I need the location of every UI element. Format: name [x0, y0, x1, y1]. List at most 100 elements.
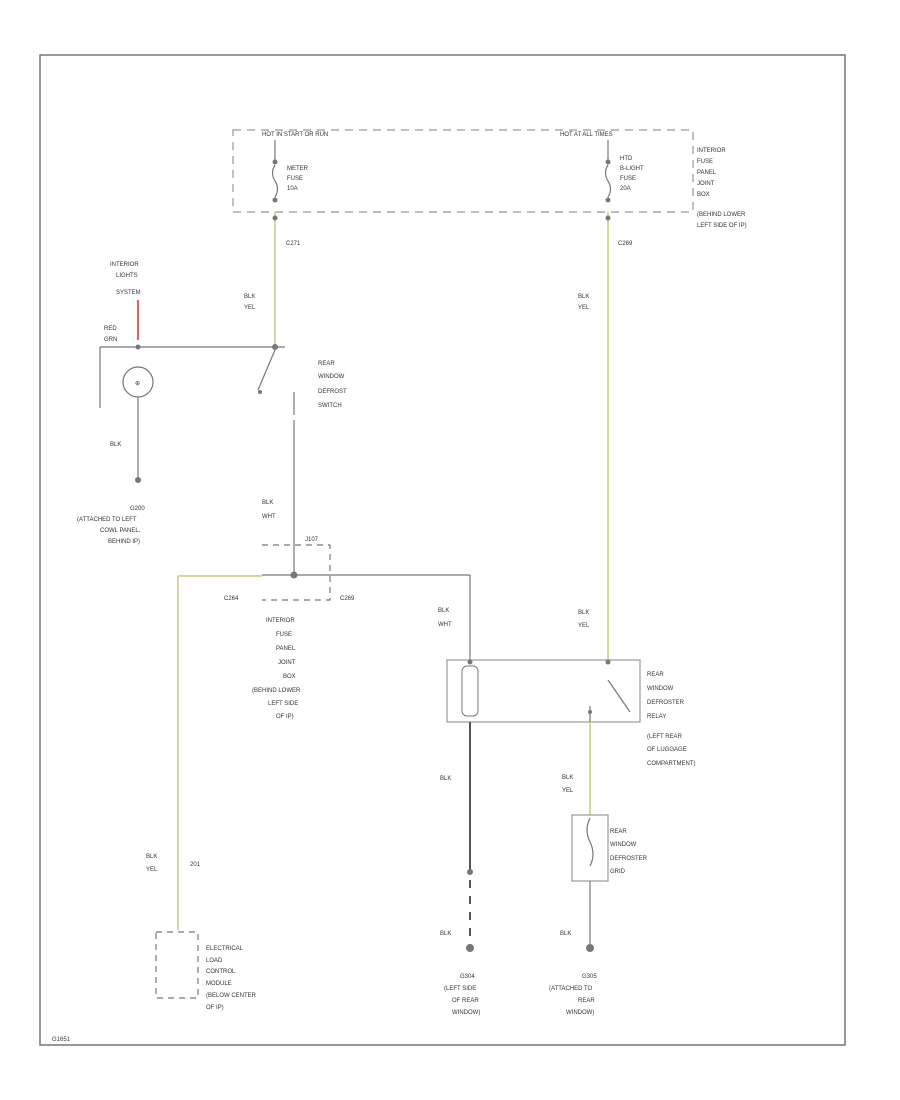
fuse-left-top-node [272, 159, 278, 165]
interior-lights-label-1: INTERIOR [110, 262, 139, 268]
hot-right-label: HOT AT ALL TIMES [560, 132, 613, 138]
mid-panel-label-4: JOINT [278, 660, 296, 666]
fuse-left-label-1: METER [287, 166, 309, 172]
fuse-box-label-4: JOINT [697, 181, 715, 187]
fuse-box-label-3: PANEL [697, 170, 717, 176]
relay-coil [461, 665, 479, 717]
g304-ground-node [466, 944, 474, 952]
defrost-switch-label-1: REAR [318, 361, 335, 367]
wire-label-blk-yel-2a: BLK [578, 294, 589, 300]
elcm-label-2: LOAD [206, 958, 223, 964]
g304-label-2: (LEFT SIDE [444, 986, 476, 992]
fuse-box-label-7: LEFT SIDE OF IP) [697, 223, 747, 229]
wire-label-red-grn-b: GRN [104, 337, 117, 343]
switch-top-node [272, 344, 278, 350]
defrost-switch-label-2: WINDOW [318, 374, 345, 380]
relay-label-3: DEFROSTER [647, 700, 685, 706]
c269-mid-label: C269 [340, 596, 355, 602]
g304-label-3: OF REAR [452, 998, 479, 1004]
fuse-right-top-node [605, 159, 611, 165]
wire-label-blk-wht-2a: BLK [438, 608, 449, 614]
fuse-right-label-2: B-LIGHT [620, 166, 644, 172]
c269-top-node [605, 215, 611, 221]
relay-label-6: OF LUGGAGE [647, 747, 687, 753]
elcm-label-1: ELECTRICAL [206, 946, 244, 952]
c271-label: C271 [286, 241, 301, 247]
elcm-outline [155, 931, 199, 999]
mid-panel-label-8: OF IP) [276, 714, 294, 720]
fuse-box-label-2: FUSE [697, 159, 713, 165]
wire-label-blk-2: BLK [440, 776, 451, 782]
figure-id: G1651 [52, 1037, 71, 1043]
fuse-left-symbol [271, 164, 279, 198]
fuse-left-bottom-node [272, 197, 278, 203]
j107-label: J107 [305, 537, 319, 543]
relay-coil-top-node [467, 659, 473, 665]
interior-lights-label-2: LIGHTS [116, 273, 138, 279]
wire-label-blk-yel-2b: YEL [578, 305, 590, 311]
g304-label-1: G304 [460, 974, 475, 980]
hot-left-label: HOT IN START OR RUN [262, 132, 328, 138]
wire-label-blk-yel-1b: YEL [244, 305, 256, 311]
wire-label-blk-yel-4b: YEL [578, 623, 590, 629]
grid-label-2: WINDOW [610, 842, 637, 848]
mid-panel-label-6: (BEHIND LOWER [252, 688, 301, 694]
wire-label-blk-yel-1a: BLK [244, 294, 255, 300]
g305-label-4: WINDOW) [566, 1010, 594, 1016]
wire-label-blk-1: BLK [110, 442, 121, 448]
grid-box [571, 814, 609, 882]
mid-panel-label-7: LEFT SIDE [268, 701, 298, 707]
wire-label-blk-wht-2b: WHT [438, 622, 452, 628]
fuse-box-label-6: (BEHIND LOWER [697, 212, 746, 218]
wire-label-red-grn-a: RED [104, 326, 117, 332]
elcm-label-6: OF IP) [206, 1005, 224, 1011]
defrost-switch-label-3: DEFROST [318, 389, 347, 395]
elcm-label-5: (BELOW CENTER [206, 993, 257, 999]
c271-node [272, 215, 278, 221]
g304-connector-node [467, 869, 473, 875]
g200-ground-node [135, 477, 141, 483]
fuse-left-label-2: FUSE [287, 176, 303, 182]
switch-bottom-node [258, 390, 262, 394]
relay-box [446, 659, 641, 723]
lamp-glyph: ⊕ [135, 381, 140, 387]
g200-label-1: G200 [130, 506, 145, 512]
fuse-right-label-3: FUSE [620, 176, 636, 182]
g200-label-2: (ATTACHED TO LEFT [77, 517, 137, 523]
g200-label-3: COWL PANEL, [100, 528, 141, 534]
defrost-switch-label-4: SWITCH [318, 403, 342, 409]
wire-label-blk-yel-3a: BLK [146, 854, 157, 860]
fuse-right-bottom-node [605, 197, 611, 203]
fuse-box-label-5: BOX [697, 192, 710, 198]
relay-contact-top-node [605, 659, 611, 665]
mid-panel-label-1: INTERIOR [266, 618, 295, 624]
wire-label-blk-yel-5b: YEL [562, 788, 574, 794]
elcm-label-4: MODULE [206, 981, 232, 987]
switch-blade [257, 349, 276, 391]
g305-label-1: G305 [582, 974, 597, 980]
fuse-right-label-4: 20A [620, 186, 631, 192]
fuse-right-symbol [604, 164, 612, 198]
mid-panel-label-5: BOX [283, 674, 296, 680]
g304-label-4: WINDOW) [452, 1010, 480, 1016]
lamp-top-node [135, 344, 141, 350]
grid-label-3: DEFROSTER [610, 856, 648, 862]
g305-ground-node [586, 944, 594, 952]
wire-label-blk-3: BLK [440, 931, 451, 937]
fuse-box-outline [232, 129, 694, 213]
relay-contact-bottom-node [588, 710, 592, 714]
mid-fuse-panel-outline [262, 544, 331, 601]
g305-label-2: (ATTACHED TO [549, 986, 593, 992]
c264-label: C264 [224, 596, 239, 602]
wire-label-blk-wht-1a: BLK [262, 500, 273, 506]
relay-switch-blade [607, 679, 631, 713]
wire-label-blk-yel-4a: BLK [578, 610, 589, 616]
fuse-left-label-3: 10A [287, 186, 298, 192]
g305-label-3: REAR [578, 998, 595, 1004]
fuse-right-label-1: HTD [620, 156, 633, 162]
pin-201-label: 201 [190, 862, 201, 868]
relay-label-2: WINDOW [647, 686, 674, 692]
relay-label-1: REAR [647, 672, 664, 678]
interior-lights-label-3: SYSTEM [116, 290, 141, 296]
